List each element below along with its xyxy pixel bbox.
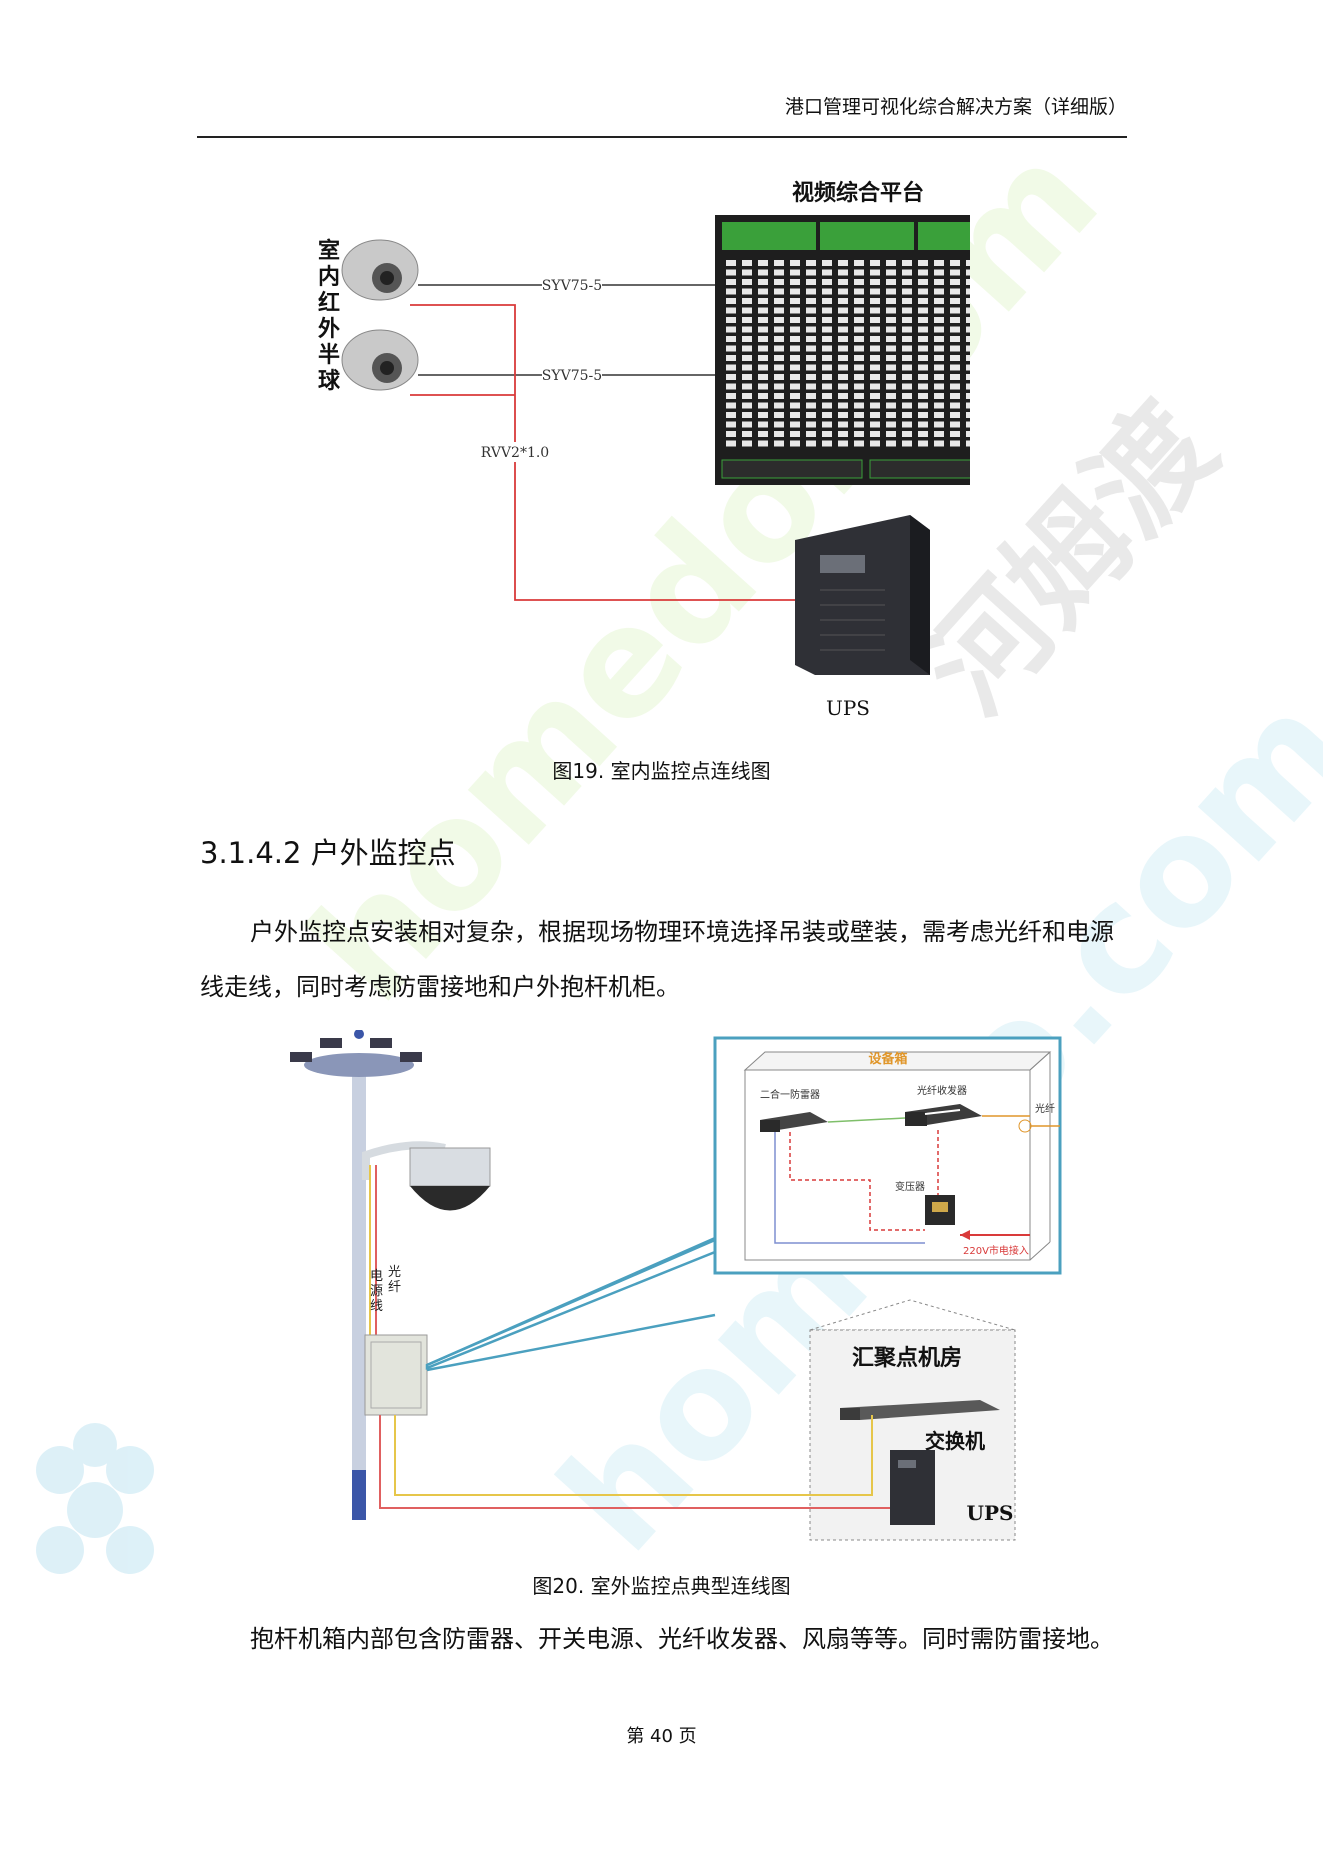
pole-cabinet-icon [364, 1334, 428, 1416]
room-title: 汇聚点机房 [852, 1345, 962, 1371]
page-number: 第 40 页 [626, 1726, 697, 1747]
transformer-icon [925, 1195, 955, 1225]
flower-logo-icon [36, 1423, 154, 1574]
ups-icon [890, 1450, 935, 1525]
section-heading: 3.1.4.2 户外监控点 [200, 836, 456, 870]
paragraph: 抱杆机箱内部包含防雷器、开关电源、光纤收发器、风扇等等。同时需防雷接地。 [250, 1625, 1114, 1653]
platform-label: 视频综合平台 [792, 180, 924, 206]
equipment-box-inset [713, 1036, 1062, 1275]
paragraph: 户外监控点安装相对复杂，根据现场物理环境选择吊装或壁装，需考虑光纤和电源线走线，… [200, 918, 1114, 1001]
figure-19-caption: 图19. 室内监控点连线图 [552, 759, 771, 783]
lightning-protector-label: 二合一防雷器 [760, 1088, 820, 1101]
header-rule [197, 136, 1127, 138]
figure-20: 电源线 光纤 设备箱 二合一防雷器 光纤收发器 [270, 1030, 1070, 1550]
video-platform-chassis [715, 215, 970, 485]
pole-power-label: 电源线 [370, 1269, 383, 1314]
fiber-transceiver-icon [905, 1104, 982, 1126]
dome-camera-icon [341, 329, 419, 391]
power-cable-label: RVV2*1.0 [481, 445, 549, 461]
dome-camera-icon [341, 239, 419, 301]
page-header: 港口管理可视化综合解决方案（详细版） [784, 96, 1127, 118]
cable-label-syv-bottom: SYV75-5 [542, 368, 602, 384]
mains-label: 220V市电接入 [963, 1244, 1029, 1257]
ptz-camera-icon [362, 1141, 491, 1211]
transceiver-label: 光纤收发器 [917, 1084, 967, 1097]
camera-group-label: 室内红外半球 [318, 238, 341, 394]
box-title: 设备箱 [868, 1051, 907, 1067]
pole-fiber-label: 光纤 [388, 1265, 401, 1295]
switch-label: 交换机 [925, 1429, 985, 1453]
street-pole-icon [290, 1030, 422, 1520]
ups-label: UPS [826, 696, 870, 720]
room-ups-label: UPS [967, 1501, 1014, 1525]
ups-icon [795, 515, 930, 675]
fiber-label: 光纤 [1035, 1102, 1055, 1115]
cable-label-syv-top: SYV75-5 [542, 278, 602, 294]
figure-20-caption: 图20. 室外监控点典型连线图 [532, 1574, 791, 1598]
transformer-label: 变压器 [895, 1180, 925, 1193]
figure-19: 视频综合平台 室内红外半球 SYV75-5 SYV75-5 [290, 170, 970, 730]
network-switch-icon [840, 1400, 1000, 1420]
lightning-protector-icon [760, 1112, 828, 1132]
